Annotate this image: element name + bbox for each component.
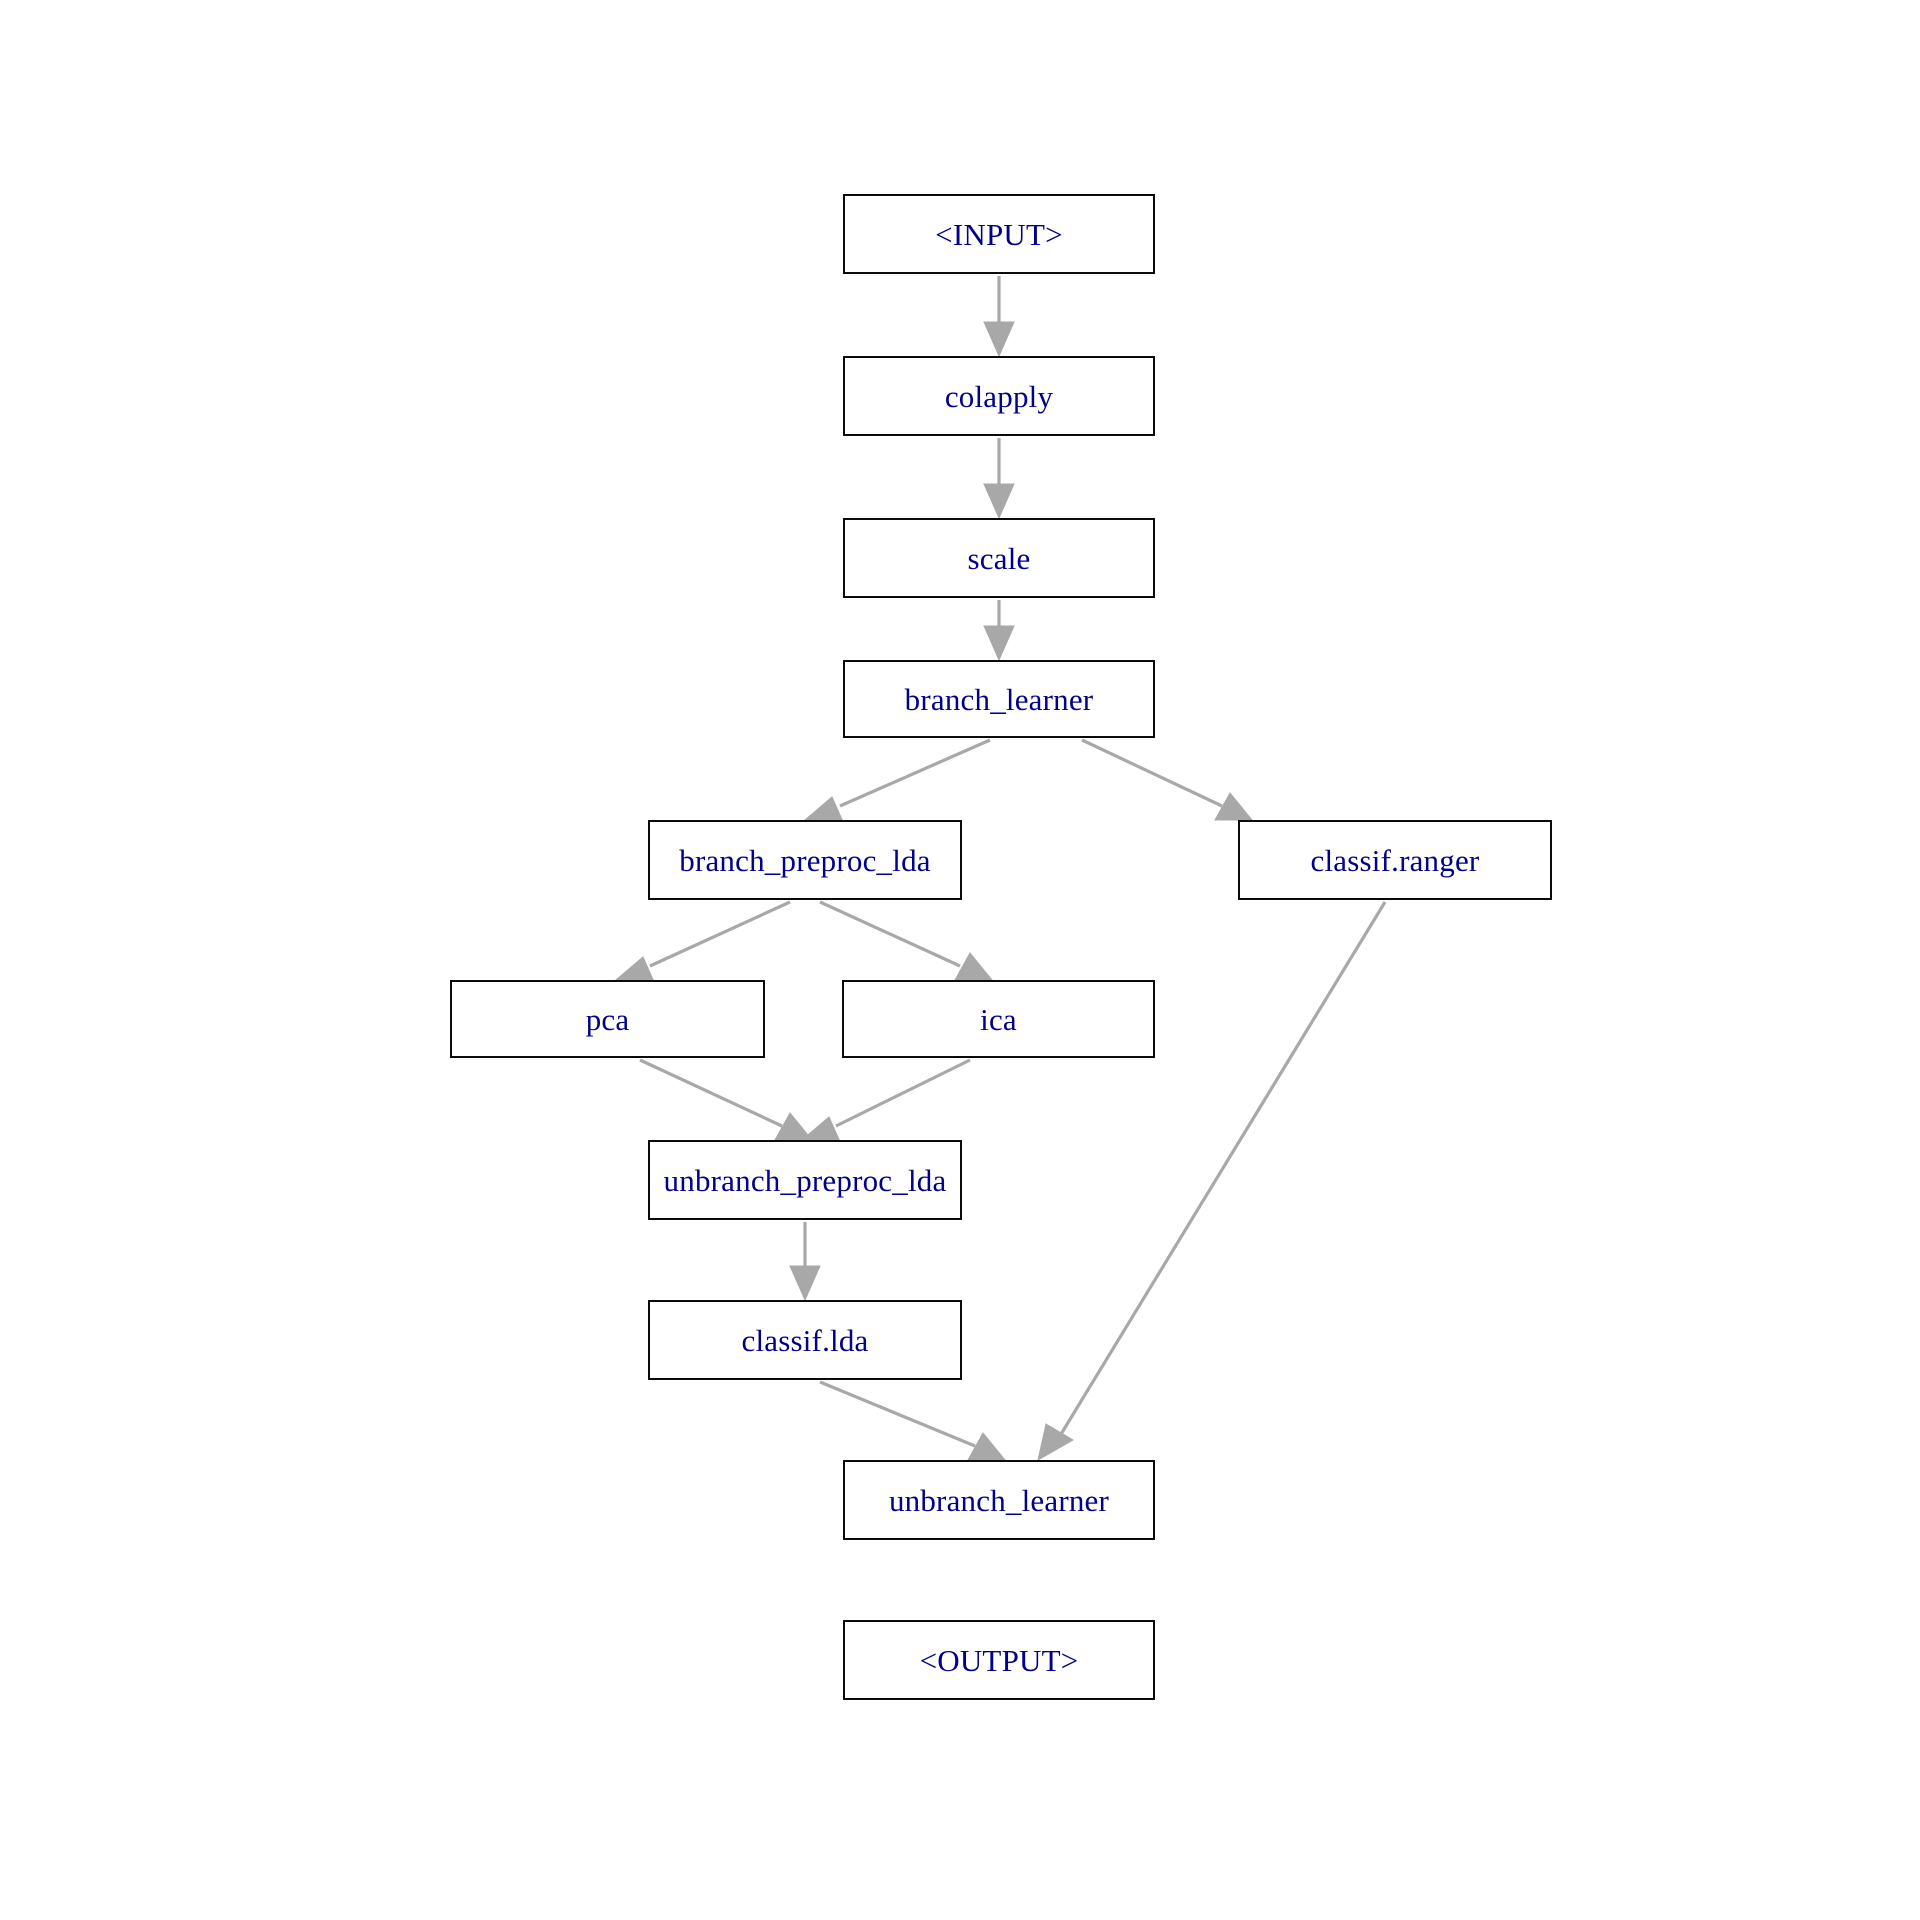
graph-node-classif_lda[interactable]: classif.lda bbox=[648, 1300, 962, 1380]
arrowhead-icon bbox=[789, 1265, 821, 1302]
arrowhead-icon bbox=[983, 625, 1015, 662]
edge-branch_preproc_lda-to-pca bbox=[614, 900, 791, 985]
graph-node-label: classif.lda bbox=[741, 1322, 869, 1358]
edge-line bbox=[819, 900, 961, 968]
graph-node-label: scale bbox=[967, 540, 1031, 576]
edge-classif_lda-to-unbranch_learner bbox=[819, 1380, 1007, 1461]
graph-node-ica[interactable]: ica bbox=[842, 980, 1155, 1058]
edge-pca-to-unbranch_preproc_lda bbox=[639, 1058, 814, 1141]
graph-node-label: pca bbox=[585, 1001, 630, 1037]
graph-node-label: classif.ranger bbox=[1310, 842, 1480, 878]
edge-ica-to-unbranch_preproc_lda bbox=[800, 1058, 971, 1145]
arrowhead-icon bbox=[1214, 792, 1254, 821]
edge-unbranch_preproc_lda-to-classif_lda bbox=[789, 1222, 821, 1302]
arrowhead-icon bbox=[967, 1432, 1007, 1461]
edge-line bbox=[649, 900, 791, 968]
arrowhead-icon bbox=[983, 321, 1015, 358]
edge-branch_preproc_lda-to-ica bbox=[819, 900, 994, 981]
edge-line bbox=[819, 1380, 976, 1448]
edge-colapply-to-scale bbox=[983, 438, 1015, 520]
graph-node-colapply[interactable]: colapply bbox=[843, 356, 1155, 436]
graph-node-branch_preproc_lda[interactable]: branch_preproc_lda bbox=[648, 820, 962, 900]
graph-node-input[interactable]: <INPUT> bbox=[843, 194, 1155, 274]
graph-node-label: <INPUT> bbox=[935, 216, 1063, 252]
graph-node-label: unbranch_learner bbox=[888, 1482, 1110, 1518]
edge-input-to-colapply bbox=[983, 276, 1015, 358]
edge-line bbox=[639, 1058, 783, 1128]
graph-node-branch_learner[interactable]: branch_learner bbox=[843, 660, 1155, 738]
edge-line bbox=[839, 738, 991, 808]
arrowhead-icon bbox=[983, 483, 1015, 520]
graph-node-scale[interactable]: scale bbox=[843, 518, 1155, 598]
graph-node-label: colapply bbox=[944, 378, 1054, 414]
graph-node-label: unbranch_preproc_lda bbox=[663, 1162, 947, 1198]
edge-line bbox=[835, 1058, 971, 1128]
arrowhead-icon bbox=[1037, 1423, 1074, 1461]
arrowhead-icon bbox=[954, 952, 994, 981]
graph-node-unbranch_learner[interactable]: unbranch_learner bbox=[843, 1460, 1155, 1540]
graph-node-label: ica bbox=[980, 1001, 1017, 1037]
graph-node-output[interactable]: <OUTPUT> bbox=[843, 1620, 1155, 1700]
edge-branch_learner-to-classif_ranger bbox=[1081, 738, 1254, 821]
graph-node-classif_ranger[interactable]: classif.ranger bbox=[1238, 820, 1552, 900]
graph-node-label: branch_learner bbox=[904, 681, 1094, 717]
graph-node-label: branch_preproc_lda bbox=[679, 842, 931, 878]
graph-node-pca[interactable]: pca bbox=[450, 980, 765, 1058]
graph-node-unbranch_preproc_lda[interactable]: unbranch_preproc_lda bbox=[648, 1140, 962, 1220]
edge-branch_learner-to-branch_preproc_lda bbox=[803, 738, 991, 825]
edge-scale-to-branch_learner bbox=[983, 600, 1015, 662]
arrowhead-icon bbox=[774, 1112, 814, 1141]
edge-line bbox=[1081, 738, 1223, 808]
graph-node-label: <OUTPUT> bbox=[919, 1642, 1079, 1678]
